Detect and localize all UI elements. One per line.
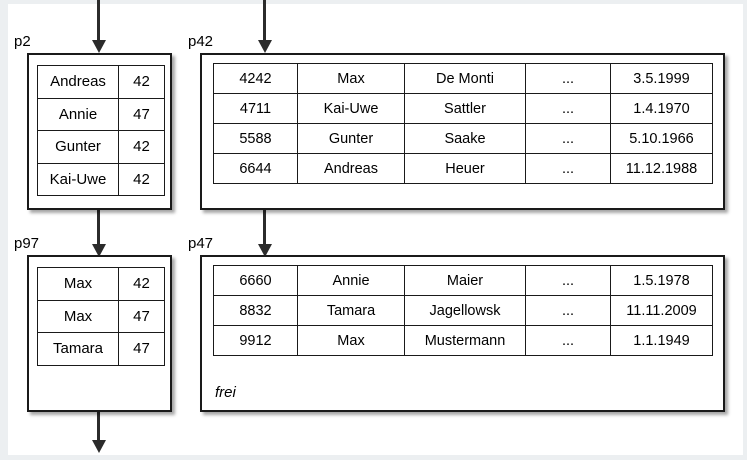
table-row: 5588 Gunter Saake ... 5.10.1966 [213,123,713,154]
cell-id: 8832 [213,295,298,326]
arrow-into-p2 [97,0,100,42]
cell-name: Tamara [37,332,119,366]
cell-page: 42 [118,162,165,196]
cell-page: 47 [118,332,165,366]
cell-lastname: Mustermann [404,325,526,356]
table-p97: Max 42 Max 47 Tamara 47 [37,267,165,366]
page-label-p2: p2 [14,33,31,50]
cell-name: Max [37,299,119,333]
page-margin-top [0,0,747,4]
arrow-p42-to-p47 [263,209,266,247]
table-p42: 4242 Max De Monti ... 3.5.1999 4711 Kai-… [213,63,713,184]
page-label-p42: p42 [188,33,214,50]
cell-id: 4242 [213,63,298,94]
cell-lastname: Maier [404,265,526,296]
cell-page: 47 [118,299,165,333]
cell-more: ... [525,63,611,94]
table-row: Kai-Uwe 42 [37,162,165,196]
cell-date: 11.11.2009 [610,295,713,326]
cell-more: ... [525,295,611,326]
cell-date: 3.5.1999 [610,63,713,94]
table-row: 4711 Kai-Uwe Sattler ... 1.4.1970 [213,93,713,124]
cell-date: 1.4.1970 [610,93,713,124]
cell-firstname: Andreas [297,153,405,184]
cell-date: 1.5.1978 [610,265,713,296]
cell-lastname: Heuer [404,153,526,184]
cell-more: ... [525,325,611,356]
cell-firstname: Annie [297,265,405,296]
arrow-into-p42-head [257,40,272,53]
arrow-into-p2-head [91,40,106,53]
cell-more: ... [525,153,611,184]
cell-page: 42 [118,65,165,99]
table-row: Max 42 [37,267,165,301]
cell-id: 4711 [213,93,298,124]
arrow-p97-down [97,412,100,446]
page-label-p97: p97 [14,235,40,252]
cell-name: Gunter [37,130,119,164]
arrow-into-p42 [263,0,266,42]
cell-name: Andreas [37,65,119,99]
cell-lastname: Saake [404,123,526,154]
cell-id: 5588 [213,123,298,154]
cell-firstname: Max [297,325,405,356]
arrow-p97-down-head [91,440,106,453]
cell-date: 5.10.1966 [610,123,713,154]
arrow-p2-to-p97-head [91,244,106,257]
table-row: Andreas 42 [37,65,165,99]
cell-page: 47 [118,97,165,131]
table-p47: 6660 Annie Maier ... 1.5.1978 8832 Tamar… [213,265,713,356]
cell-firstname: Max [297,63,405,94]
table-row: Tamara 47 [37,332,165,366]
cell-id: 6644 [213,153,298,184]
cell-lastname: Jagellowsk [404,295,526,326]
arrow-p2-to-p97 [97,209,100,247]
table-row: 6644 Andreas Heuer ... 11.12.1988 [213,153,713,184]
cell-name: Annie [37,97,119,131]
cell-date: 1.1.1949 [610,325,713,356]
cell-page: 42 [118,267,165,301]
cell-id: 6660 [213,265,298,296]
page-margin-bottom [0,455,747,460]
cell-page: 42 [118,130,165,164]
cell-more: ... [525,123,611,154]
cell-name: Max [37,267,119,301]
page-margin-left [0,0,8,460]
page-margin-right [743,0,747,460]
table-row: Max 47 [37,299,165,333]
arrow-p42-to-p47-head [257,244,272,257]
table-row: Gunter 42 [37,130,165,164]
table-row: 6660 Annie Maier ... 1.5.1978 [213,265,713,296]
table-row: 9912 Max Mustermann ... 1.1.1949 [213,325,713,356]
cell-more: ... [525,265,611,296]
cell-name: Kai-Uwe [37,162,119,196]
table-row: 8832 Tamara Jagellowsk ... 11.11.2009 [213,295,713,326]
cell-lastname: Sattler [404,93,526,124]
cell-lastname: De Monti [404,63,526,94]
cell-more: ... [525,93,611,124]
cell-firstname: Gunter [297,123,405,154]
cell-id: 9912 [213,325,298,356]
table-p2: Andreas 42 Annie 47 Gunter 42 Kai-Uwe 42 [37,65,165,196]
cell-date: 11.12.1988 [610,153,713,184]
free-space-label-p47: frei [215,384,236,401]
table-row: 4242 Max De Monti ... 3.5.1999 [213,63,713,94]
table-row: Annie 47 [37,97,165,131]
cell-firstname: Tamara [297,295,405,326]
page-label-p47: p47 [188,235,214,252]
cell-firstname: Kai-Uwe [297,93,405,124]
